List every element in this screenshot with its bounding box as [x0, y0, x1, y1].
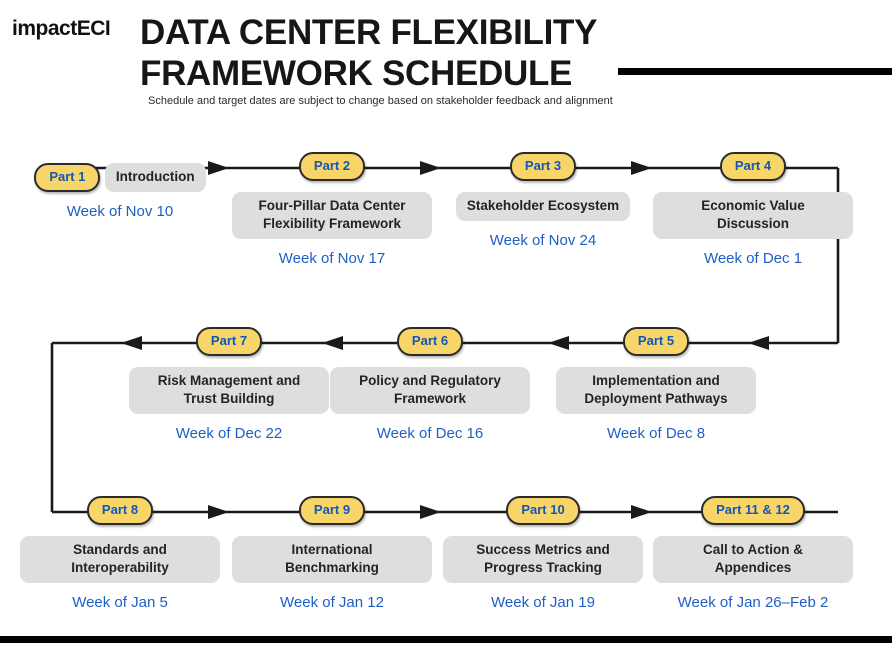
part-date: Week of Jan 5: [72, 594, 168, 611]
part-badge[interactable]: Part 2: [298, 152, 366, 181]
part-title-label: Success Metrics and Progress Tracking: [443, 536, 643, 583]
part-badge[interactable]: Part 9: [298, 496, 366, 525]
flow-node-part-11-12[interactable]: Part 11 & 12 Call to Action & Appendices…: [653, 496, 853, 611]
flow-node-part-2[interactable]: Part 2 Four-Pillar Data Center Flexibili…: [232, 152, 432, 267]
part-title-label: Stakeholder Ecosystem: [455, 192, 631, 221]
part-title-label: International Benchmarking: [232, 536, 432, 583]
part-date: Week of Dec 16: [376, 425, 484, 442]
part-title-label: Economic Value Discussion: [653, 192, 853, 239]
part-badge[interactable]: Part 11 & 12: [701, 496, 805, 525]
flow-node-part-6[interactable]: Part 6 Policy and Regulatory Framework W…: [330, 327, 530, 442]
part-title-label: Four-Pillar Data Center Flexibility Fram…: [232, 192, 432, 239]
part-badge[interactable]: Part 6: [396, 327, 464, 356]
part-date: Week of Jan 19: [491, 594, 595, 611]
part-date: Week of Dec 1: [703, 250, 803, 267]
logo-eci-text: ECI: [76, 17, 111, 40]
part-badge[interactable]: Part 7: [195, 327, 263, 356]
part-title-label: Policy and Regulatory Framework: [330, 367, 530, 414]
flow-node-part-1[interactable]: Part 1 Introduction Week of Nov 10: [20, 152, 220, 220]
part-badge[interactable]: Part 10: [506, 496, 580, 525]
part-date: Week of Nov 10: [66, 203, 174, 220]
footer-rule: [0, 636, 892, 643]
brand-logo: impactECI: [12, 17, 111, 41]
part-title-label: Implementation and Deployment Pathways: [556, 367, 756, 414]
part-title-label: Risk Management and Trust Building: [129, 367, 329, 414]
part-badge[interactable]: Part 4: [719, 152, 787, 181]
header: impactECI DATA CENTER FLEXIBILITY FRAMEW…: [0, 0, 892, 130]
part-badge[interactable]: Part 5: [622, 327, 690, 356]
part-badge[interactable]: Part 3: [509, 152, 577, 181]
logo-impact-text: impact: [12, 17, 77, 40]
flow-node-part-3[interactable]: Part 3 Stakeholder Ecosystem Week of Nov…: [443, 152, 643, 249]
part-date: Week of Nov 24: [489, 232, 597, 249]
flow-node-part-10[interactable]: Part 10 Success Metrics and Progress Tra…: [443, 496, 643, 611]
page-title: DATA CENTER FLEXIBILITY FRAMEWORK SCHEDU…: [140, 12, 660, 94]
flow-node-part-8[interactable]: Part 8 Standards and Interoperability We…: [20, 496, 220, 611]
part-date: Week of Dec 8: [606, 425, 706, 442]
part-title-label: Introduction: [104, 163, 206, 192]
part-date: Week of Nov 17: [278, 250, 386, 267]
flow-node-part-4[interactable]: Part 4 Economic Value Discussion Week of…: [653, 152, 853, 267]
flow-node-part-9[interactable]: Part 9 International Benchmarking Week o…: [232, 496, 432, 611]
part-badge[interactable]: Part 8: [86, 496, 154, 525]
title-accent-rule: [618, 68, 892, 75]
page-subtitle: Schedule and target dates are subject to…: [148, 95, 613, 107]
part-date: Week of Dec 22: [175, 425, 283, 442]
page-title-line-2: FRAMEWORK SCHEDULE: [140, 54, 573, 93]
part-title-label: Standards and Interoperability: [20, 536, 220, 583]
part-title-label: Call to Action & Appendices: [653, 536, 853, 583]
part-date: Week of Jan 26–Feb 2: [677, 594, 829, 611]
part-date: Week of Jan 12: [280, 594, 384, 611]
page-title-line-1: DATA CENTER FLEXIBILITY: [140, 13, 598, 52]
flow-node-part-5[interactable]: Part 5 Implementation and Deployment Pat…: [556, 327, 756, 442]
flow-node-part-7[interactable]: Part 7 Risk Management and Trust Buildin…: [129, 327, 329, 442]
part-badge[interactable]: Part 1: [34, 163, 101, 192]
